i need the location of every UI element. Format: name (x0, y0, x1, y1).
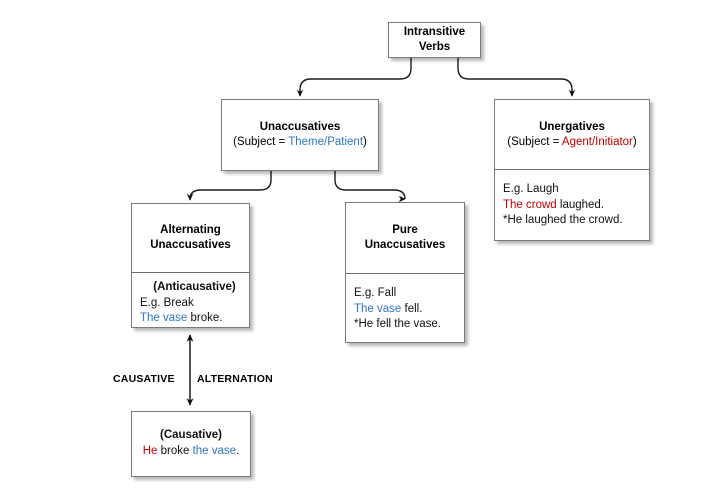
intransitive-line2: Verbs (418, 41, 451, 53)
causative-example-verb: broke (157, 445, 193, 457)
edge-intransitive-to-unergatives (457, 58, 576, 97)
node-alternating-examples: (Anticausative) E.g. Break The vase brok… (132, 273, 249, 327)
causative-label: (Causative) (160, 429, 222, 442)
causative-example-subject: He (142, 445, 158, 457)
unergatives-example-grammatical: The crowd laughed. (503, 198, 649, 214)
node-intransitive-verbs[interactable]: Intransitive Verbs (388, 22, 481, 58)
node-pure-examples: E.g. Fall The vase fell. *He fell the va… (346, 274, 464, 342)
pure-example-predicate: fell. (401, 302, 423, 315)
node-unaccusatives-title: Unaccusatives (Subject = Theme/Patient) (233, 120, 367, 149)
node-alternating-title: Alternating Unaccusatives (132, 204, 249, 272)
node-pure-title: Pure Unaccusatives (346, 203, 464, 273)
pure-example-grammatical: The vase fell. (354, 302, 464, 318)
causative-example-period: . (236, 445, 240, 457)
node-intransitive-verbs-title: Intransitive Verbs (404, 25, 465, 54)
alternating-divider (132, 272, 249, 273)
unaccusatives-title-text: Unaccusatives (259, 121, 341, 134)
unergatives-example-subject: The crowd (503, 198, 557, 211)
unergatives-subject-suffix: ) (632, 135, 637, 148)
pure-title-line2: Unaccusatives (364, 239, 446, 251)
unaccusatives-subject-line: (Subject = Theme/Patient) (233, 136, 367, 148)
unergatives-title-text: Unergatives (539, 120, 605, 133)
unergatives-divider (495, 169, 649, 170)
node-unergatives-examples: E.g. Laugh The crowd laughed. *He laughe… (495, 170, 649, 240)
unaccusatives-subject-prefix: (Subject = (233, 136, 289, 148)
unergatives-example-predicate: laughed. (556, 198, 605, 211)
node-causative[interactable]: (Causative) He broke the vase. (131, 411, 251, 477)
edge-unaccusatives-to-pure (334, 171, 409, 200)
label-alternation: ALTERNATION (197, 373, 273, 385)
alternating-label: (Anticausative) (153, 281, 236, 293)
unergatives-subject-line: (Subject = Agent/Initiator) (507, 135, 636, 150)
unergatives-subject-role: Agent/Initiator (561, 135, 633, 148)
unergatives-example-ungrammatical: *He laughed the crowd. (503, 214, 623, 227)
pure-example-ungrammatical: *He fell the vase. (354, 318, 441, 331)
unergatives-example-verb: E.g. Laugh (503, 183, 559, 195)
label-causative: CAUSATIVE (113, 373, 175, 385)
causative-example-sentence: He broke the vase. (132, 444, 250, 460)
alternating-title-line2: Unaccusatives (150, 239, 231, 251)
alternating-example-verb: E.g. Break (140, 296, 194, 309)
pure-example-verb: E.g. Fall (354, 287, 397, 299)
pure-title-line1: Pure (392, 224, 418, 237)
unaccusatives-subject-role: Theme/Patient (288, 136, 364, 148)
alternating-example-predicate: broke. (187, 312, 223, 325)
node-unergatives-title: Unergatives (Subject = Agent/Initiator) (495, 100, 649, 169)
intransitive-line1: Intransitive (403, 26, 466, 39)
pure-example-subject: The vase (354, 302, 402, 315)
node-pure-unaccusatives[interactable]: Pure Unaccusatives E.g. Fall The vase fe… (345, 202, 465, 343)
node-unaccusatives[interactable]: Unaccusatives (Subject = Theme/Patient) (221, 99, 379, 171)
pure-divider (346, 273, 464, 274)
node-unergatives[interactable]: Unergatives (Subject = Agent/Initiator) … (494, 99, 650, 241)
node-causative-content: (Causative) He broke the vase. (132, 428, 250, 459)
alternating-title-line1: Alternating (160, 224, 221, 237)
unergatives-subject-prefix: (Subject = (507, 135, 562, 148)
edge-intransitive-to-unaccusatives (296, 58, 412, 97)
alternating-example-subject: The vase (140, 312, 188, 325)
unaccusatives-subject-suffix: ) (363, 136, 367, 148)
node-alternating-unaccusatives[interactable]: Alternating Unaccusatives (Anticausative… (131, 203, 250, 328)
causative-example-object: the vase (192, 445, 237, 457)
edge-unaccusatives-to-alternating (186, 171, 272, 201)
alternating-example-sentence: The vase broke. (140, 311, 249, 327)
